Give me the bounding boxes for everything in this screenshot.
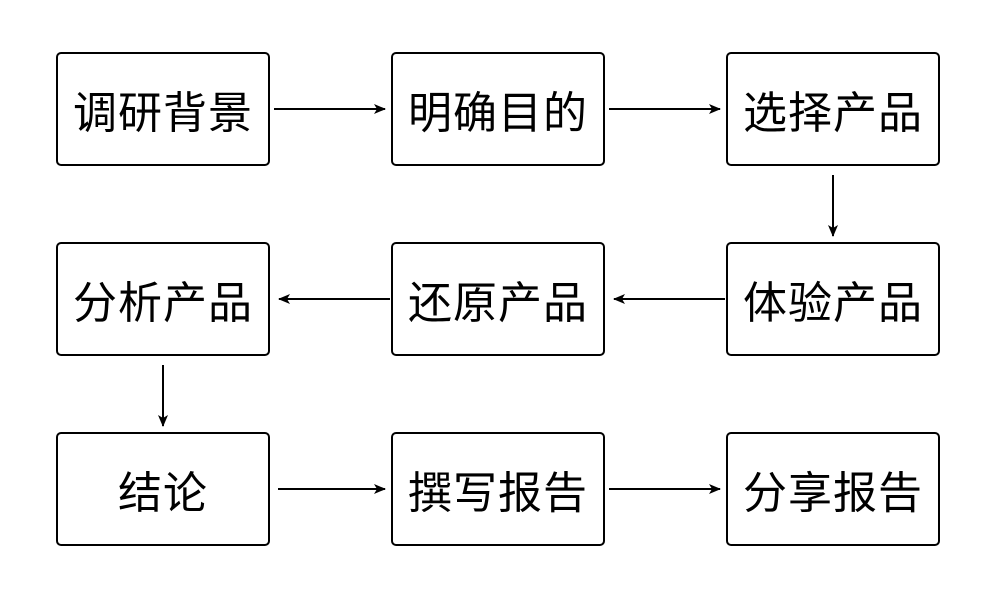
node-research-background: 调研背景: [56, 52, 270, 166]
node-label: 明确目的: [408, 88, 588, 139]
node-share-report: 分享报告: [726, 432, 940, 546]
node-analyze-product: 分析产品: [56, 242, 270, 356]
node-restore-product: 还原产品: [391, 242, 605, 356]
node-clarify-purpose: 明确目的: [391, 52, 605, 166]
node-label: 调研背景: [73, 88, 253, 139]
node-label: 选择产品: [743, 88, 923, 139]
node-select-product: 选择产品: [726, 52, 940, 166]
node-label: 分享报告: [743, 468, 923, 519]
node-label: 还原产品: [408, 278, 588, 329]
node-label: 分析产品: [73, 278, 253, 329]
node-label: 体验产品: [743, 278, 923, 329]
node-label: 结论: [118, 468, 208, 519]
node-experience-product: 体验产品: [726, 242, 940, 356]
node-write-report: 撰写报告: [391, 432, 605, 546]
node-label: 撰写报告: [408, 468, 588, 519]
node-conclusion: 结论: [56, 432, 270, 546]
